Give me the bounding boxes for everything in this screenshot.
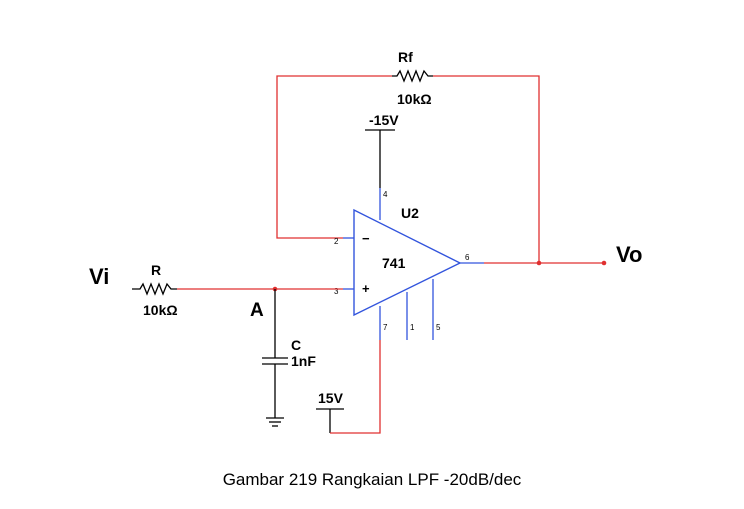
pos-supply-label: 15V [318,390,344,406]
inverting-input-sign: − [362,231,370,246]
opamp-ref-label: U2 [401,205,419,221]
pin-6-label: 6 [465,253,470,262]
node-a-label: A [250,300,264,321]
rf-value-label: 10kΩ [397,91,432,107]
r-value-label: 10kΩ [143,302,178,318]
pos-supply-symbol [316,340,381,434]
resistor-rf [392,69,433,83]
noninverting-input-sign: + [362,281,370,296]
output-wire [484,260,607,266]
rf-name-label: Rf [398,49,413,65]
pin-2-label: 2 [334,237,339,246]
opamp-model-label: 741 [382,255,406,271]
input-wire [177,286,343,292]
output-label: Vo [616,242,642,267]
pin-7-label: 7 [383,323,388,332]
resistor-r [132,282,177,296]
figure-caption: Gambar 219 Rangkaian LPF -20dB/dec [223,470,522,489]
neg-supply-symbol [365,129,395,220]
input-label: Vi [89,264,109,289]
neg-supply-label: -15V [369,112,399,128]
feedback-wire [276,75,540,263]
pin-3-label: 3 [334,287,339,296]
capacitor-c [262,289,288,418]
opamp-741 [343,208,484,340]
pin-5-label: 5 [436,323,441,332]
r-name-label: R [151,262,161,278]
c-value-label: 1nF [291,353,316,369]
ground-icon [266,417,284,427]
pin-4-label: 4 [383,190,388,199]
c-name-label: C [291,337,301,353]
pin-1-label: 1 [410,323,415,332]
